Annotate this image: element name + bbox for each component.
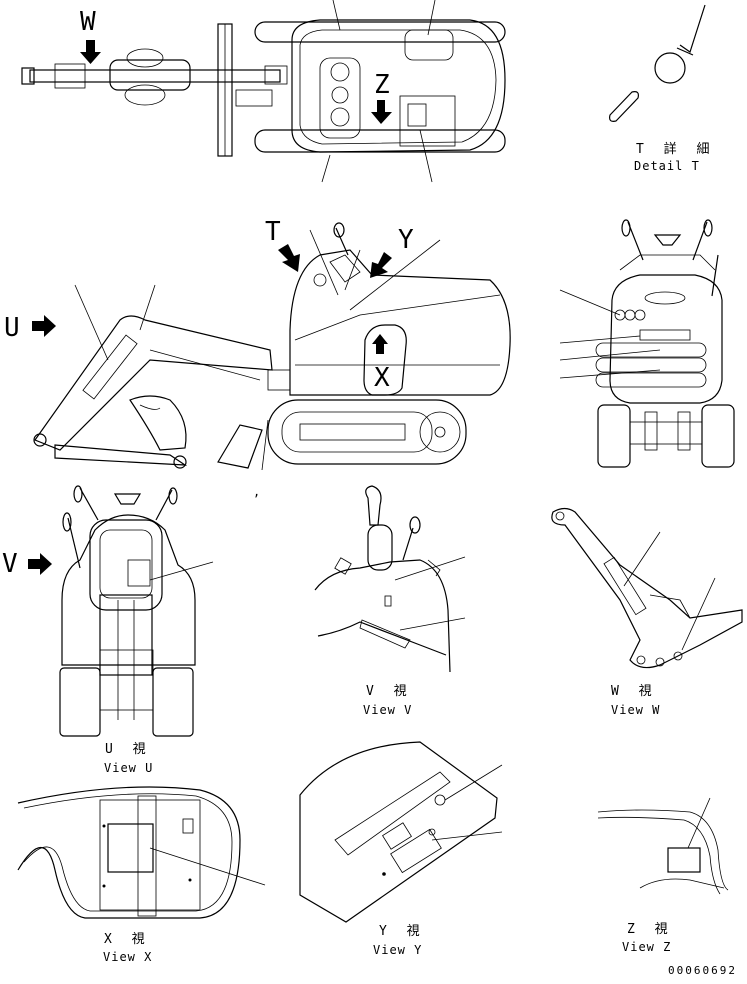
view-u-title-jp: U 視 bbox=[105, 742, 152, 757]
callout-v-letter: V bbox=[2, 549, 18, 579]
callout-x-letter: X bbox=[374, 363, 390, 393]
arrow-z-icon bbox=[371, 100, 392, 124]
callout-w-letter: W bbox=[80, 7, 96, 37]
view-y-title-jp: Y 視 bbox=[379, 924, 426, 939]
view-z-title-jp: Z 視 bbox=[627, 922, 674, 937]
view-u-title-en: View U bbox=[104, 761, 153, 775]
view-x: X 視 View X bbox=[17, 786, 266, 964]
view-v-title-en: View V bbox=[363, 703, 412, 717]
top-plan-view: W Z bbox=[21, 0, 506, 183]
view-z-title-en: View Z bbox=[622, 940, 671, 954]
callout-z-letter: Z bbox=[374, 70, 390, 100]
view-y-title-en: View Y bbox=[373, 943, 422, 957]
stray-mark: , bbox=[253, 485, 261, 499]
view-v-title-jp: V 視 bbox=[366, 684, 413, 699]
callout-y-letter: Y bbox=[398, 225, 414, 255]
view-x-title-jp: X 視 bbox=[104, 932, 151, 947]
view-y: Y 視 View Y bbox=[299, 741, 503, 957]
callout-u-letter: U bbox=[4, 313, 20, 343]
view-x-title-en: View X bbox=[103, 950, 152, 964]
view-w-title-jp: W 視 bbox=[611, 684, 658, 699]
arrow-x-icon bbox=[372, 334, 388, 354]
arrow-v-icon bbox=[28, 553, 52, 575]
view-w: W 視 View W bbox=[551, 507, 743, 717]
arrow-t-icon bbox=[278, 244, 300, 272]
view-w-title-en: View W bbox=[611, 703, 660, 717]
view-z: Z 視 View Z bbox=[597, 797, 729, 954]
arrow-y-icon bbox=[370, 252, 392, 278]
side-view: T Y U , bbox=[4, 217, 511, 499]
document-number: 00060692 bbox=[668, 964, 737, 977]
arrow-w-icon bbox=[80, 40, 101, 64]
view-u: V U 視 View U bbox=[2, 485, 214, 775]
arrow-u-icon bbox=[32, 315, 56, 337]
detail-t-title-jp: T 詳 細 bbox=[636, 141, 715, 157]
callout-t-letter: T bbox=[265, 217, 281, 247]
detail-t-title-en: Detail T bbox=[634, 159, 700, 173]
view-v: V 視 View V bbox=[314, 485, 466, 717]
detail-t-view: T 詳 細 Detail T bbox=[609, 4, 715, 173]
front-view bbox=[559, 219, 735, 468]
